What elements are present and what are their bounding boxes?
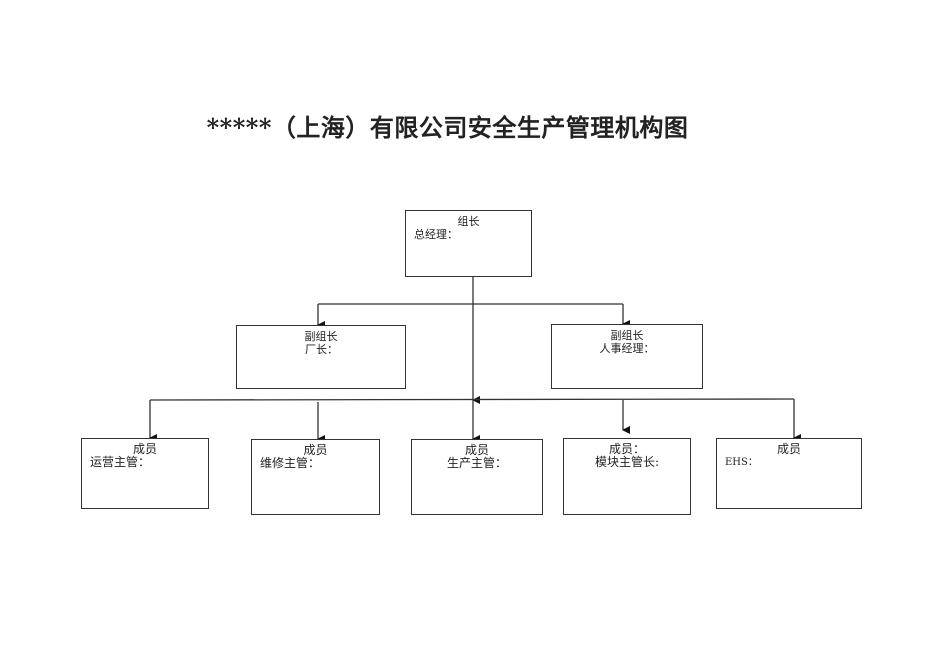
deputy-role: 厂长： <box>305 343 338 356</box>
member-role: 模块主管长: <box>594 455 660 469</box>
member-box: 成员 运营主管： <box>81 438 209 509</box>
member-role: 生产主管： <box>446 456 507 470</box>
deputy-heading: 副组长 <box>304 330 338 343</box>
member-heading: 成员 <box>303 443 328 457</box>
leader-role: 总经理： <box>414 228 458 241</box>
leader-heading: 组长 <box>457 215 480 228</box>
member-role: 维修主管： <box>260 456 321 470</box>
member-role: 运营主管： <box>90 455 151 469</box>
leader-box: 组长 总经理： <box>405 210 532 277</box>
member-heading: 成员 <box>776 442 801 456</box>
member-bus <box>149 398 795 401</box>
member-heading: 成员： <box>608 442 645 456</box>
deputy-box-right: 副组长 人事经理： <box>551 324 703 389</box>
member-box: 成员 维修主管： <box>251 439 380 515</box>
page-title: *****（上海）有限公司安全生产管理机构图 <box>206 113 689 142</box>
deputy-box-left: 副组长 厂长： <box>236 325 406 389</box>
member-box: 成员： 模块主管长: <box>563 438 691 515</box>
member-box: 成员 生产主管： <box>411 439 543 515</box>
member-heading: 成员 <box>464 443 489 457</box>
deputy-heading: 副组长 <box>610 329 644 342</box>
deputy-role: 人事经理： <box>599 342 655 355</box>
member-heading: 成员 <box>132 442 157 456</box>
member-role: EHS： <box>725 457 758 468</box>
member-box: 成员 EHS： <box>716 438 862 509</box>
